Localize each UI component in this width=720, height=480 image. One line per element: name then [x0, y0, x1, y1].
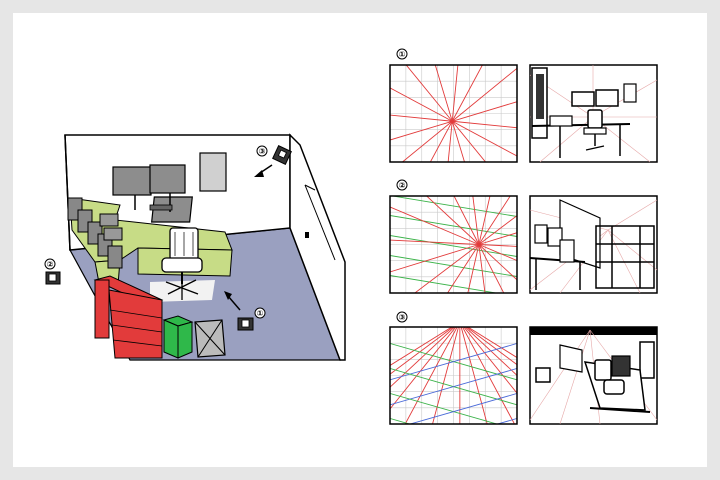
- camera-marker-3: ③: [259, 147, 266, 156]
- camera-icon: [254, 145, 292, 177]
- green-box: [162, 315, 194, 359]
- camera-marker-2: ②: [47, 260, 54, 269]
- red-cabinets: [93, 275, 164, 359]
- chairs-row: [67, 197, 123, 269]
- panel-label-3: ③: [399, 313, 406, 322]
- perspective-grid-2: [389, 195, 518, 294]
- door-handle: [305, 232, 309, 238]
- floor-mat: [194, 319, 226, 358]
- sketch-panel-2: [529, 195, 658, 294]
- arrow-icon: [227, 295, 241, 311]
- panel-label-2: ②: [399, 181, 406, 190]
- monitor-icon: [112, 164, 193, 223]
- camera-marker-1: ①: [257, 309, 264, 318]
- right-wall: [289, 133, 346, 361]
- camera-icon: [224, 291, 254, 331]
- perspective-grid-3: [389, 326, 518, 425]
- panel-label-1: ①: [399, 50, 406, 59]
- office-room-diagram: ① ② ③: [44, 133, 346, 361]
- camera-icon: [45, 271, 61, 285]
- perspective-grid-1: [389, 64, 518, 163]
- sketch-panel-3: [529, 326, 658, 425]
- wall-picture: [199, 152, 227, 192]
- sketch-panel-1: [529, 64, 658, 163]
- office-chair-icon: [161, 227, 203, 300]
